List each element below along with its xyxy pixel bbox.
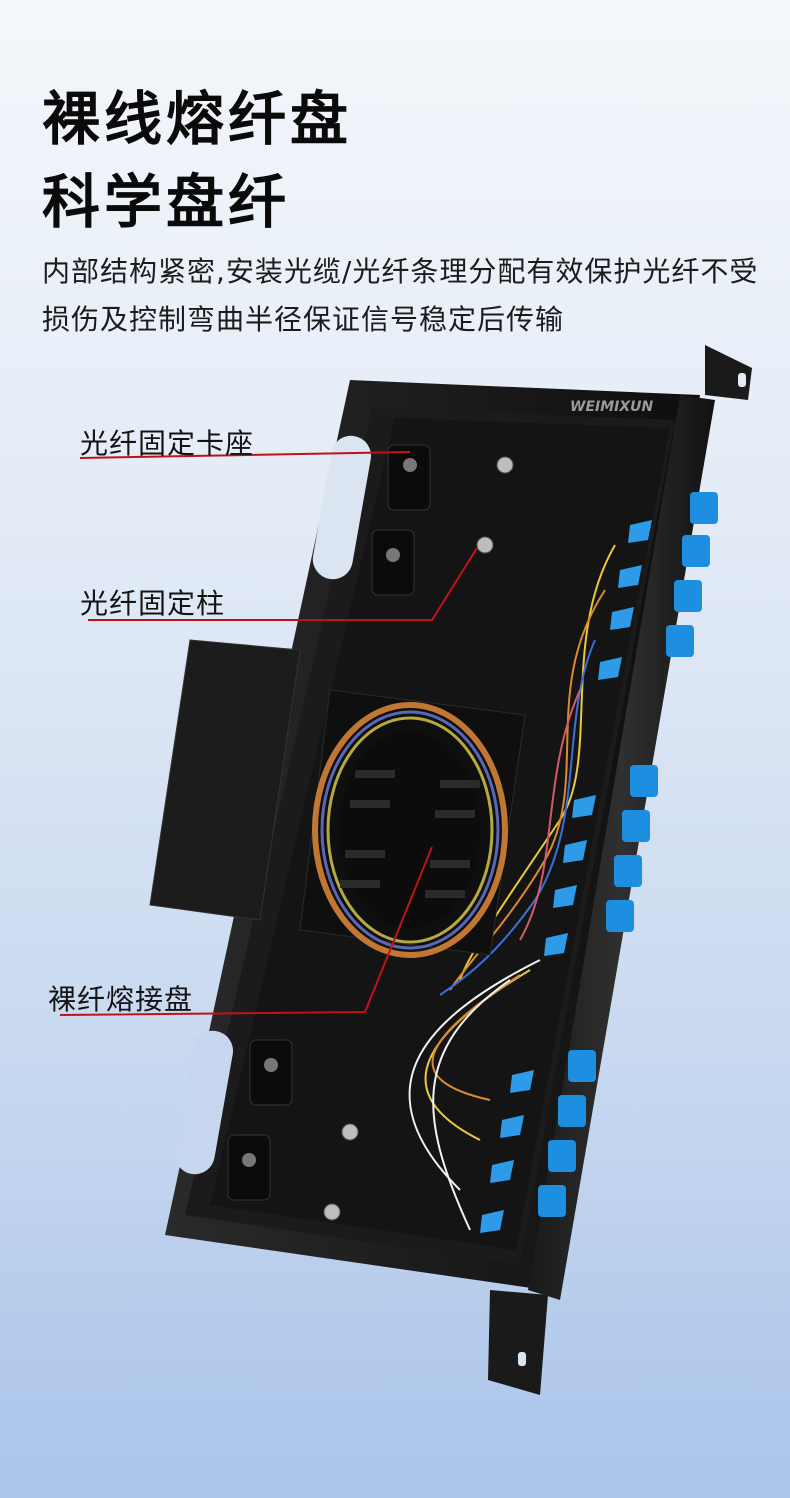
pigtail-connectors	[480, 520, 652, 1233]
product-photo: WEIMIXUN	[59, 345, 752, 1395]
adapter-group-top	[666, 492, 718, 657]
headline-line-2: 科学盘纤	[42, 168, 291, 236]
splice-tray	[149, 639, 526, 958]
product-description: 内部结构紧密,安装光缆/光纤条理分配有效保护光纤不受损伤及控制弯曲半径保证信号稳…	[42, 255, 759, 336]
callout-label-fiber-clamp-seat: 光纤固定卡座	[80, 427, 255, 460]
headline-line-1: 裸线熔纤盘	[42, 85, 353, 153]
adapter-group-bottom	[538, 1050, 596, 1217]
callout-label-splice-tray: 裸纤熔接盘	[48, 983, 194, 1016]
brand-logo: WEIMIXUN	[570, 399, 654, 415]
adapter-group-middle	[606, 765, 658, 932]
fiber-clamps	[227, 444, 431, 1201]
fiber-posts	[323, 456, 514, 1221]
callout-lines	[59, 451, 478, 1016]
callout-label-fiber-fixing-post: 光纤固定柱	[80, 587, 226, 620]
